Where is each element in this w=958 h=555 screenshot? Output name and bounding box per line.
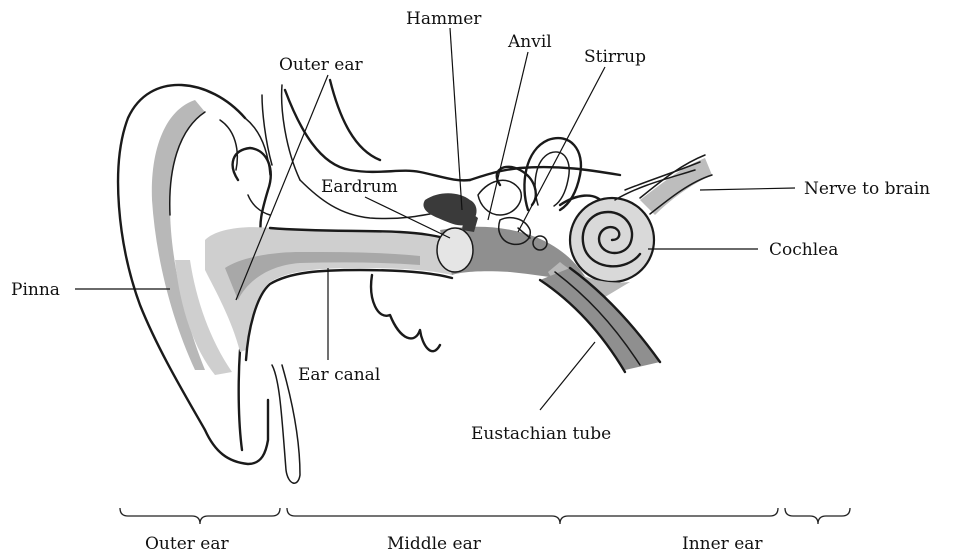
outer-ear-brace bbox=[120, 508, 280, 524]
nerve-leader bbox=[700, 188, 795, 190]
middle-ear-brace bbox=[287, 508, 778, 524]
hammer-label: Hammer bbox=[406, 9, 482, 29]
ear-canal-label: Ear canal bbox=[298, 365, 380, 385]
inner-ear-brace bbox=[785, 508, 850, 524]
hammer-leader bbox=[450, 28, 462, 210]
cochlea-label: Cochlea bbox=[769, 240, 838, 260]
eardrum-label: Eardrum bbox=[321, 177, 398, 197]
eustachian-tube-label: Eustachian tube bbox=[471, 424, 611, 444]
section-outer-ear-label: Outer ear bbox=[145, 534, 230, 554]
nerve-to-brain-label: Nerve to brain bbox=[804, 179, 930, 199]
stirrup-label: Stirrup bbox=[584, 47, 646, 67]
section-middle-ear-label: Middle ear bbox=[387, 534, 482, 554]
jaw-tissue bbox=[371, 275, 440, 351]
section-braces: Outer ear Middle ear Inner ear bbox=[120, 508, 850, 554]
anvil-label: Anvil bbox=[507, 32, 552, 52]
section-inner-ear-label: Inner ear bbox=[682, 534, 763, 554]
pinna-drawing bbox=[118, 85, 300, 483]
eustachian-leader bbox=[540, 342, 595, 410]
pinna-label: Pinna bbox=[11, 280, 60, 300]
outer-ear-top-label: Outer ear bbox=[279, 55, 364, 75]
